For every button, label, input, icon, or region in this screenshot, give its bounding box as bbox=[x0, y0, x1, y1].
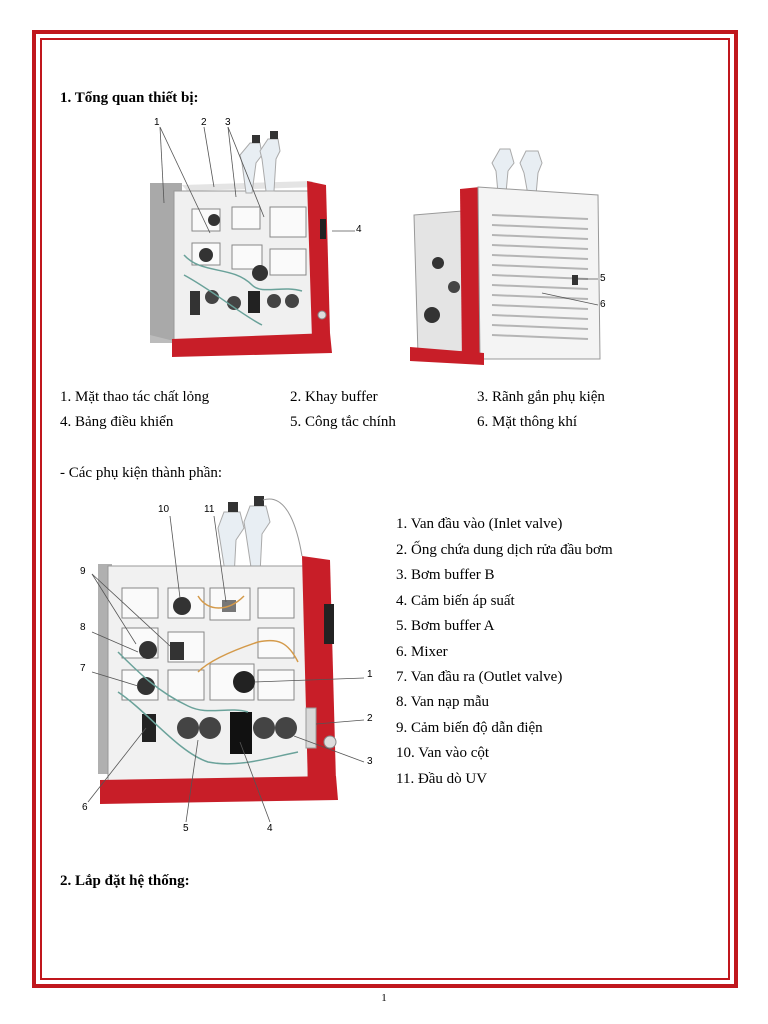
overview-legend-item-6: 6. Mặt thông khí bbox=[477, 414, 577, 430]
front-view-instrument bbox=[150, 131, 332, 357]
figure2-callout-2: 2 bbox=[367, 713, 373, 724]
overview-legend-item-4: 4. Bảng điều khiển bbox=[60, 414, 174, 430]
rear-view-instrument bbox=[410, 148, 601, 365]
page-number: 1 bbox=[381, 992, 387, 1004]
figure1-callout-6: 6 bbox=[600, 299, 606, 310]
figure2-callout-8: 8 bbox=[80, 622, 86, 633]
component-item-2: 2. Ống chứa dung dịch rửa đầu bơm bbox=[396, 542, 613, 558]
figure2-callout-4: 4 bbox=[267, 823, 273, 834]
components-figure bbox=[87, 496, 365, 823]
component-item-1: 1. Van đầu vào (Inlet valve) bbox=[396, 516, 563, 532]
page-border-outer bbox=[32, 30, 738, 988]
component-item-10: 10. Van vào cột bbox=[396, 745, 490, 761]
figure2-callout-7: 7 bbox=[80, 663, 86, 674]
figure2-callout-6: 6 bbox=[82, 802, 88, 813]
figure2-callout-9: 9 bbox=[80, 566, 86, 577]
figure1-callout-2: 2 bbox=[201, 117, 207, 128]
figure1-callout-1: 1 bbox=[154, 117, 160, 128]
section2-heading: 2. Lắp đặt hệ thống: bbox=[60, 873, 190, 889]
figure1-callout-3: 3 bbox=[225, 117, 231, 128]
overview-legend-item-2: 2. Khay buffer bbox=[290, 389, 378, 405]
overview-legend-item-3: 3. Rãnh gắn phụ kiện bbox=[477, 389, 605, 405]
figure2-callout-1: 1 bbox=[367, 669, 373, 680]
instrument-overview-figure bbox=[150, 126, 601, 365]
component-item-5: 5. Bơm buffer A bbox=[396, 618, 495, 634]
figure2-callout-5: 5 bbox=[183, 823, 189, 834]
component-item-11: 11. Đầu dò UV bbox=[396, 771, 488, 787]
figure1-callout-5: 5 bbox=[600, 273, 606, 284]
component-item-7: 7. Van đầu ra (Outlet valve) bbox=[396, 669, 563, 685]
figure2-callout-11: 11 bbox=[204, 504, 215, 515]
figure2-callout-10: 10 bbox=[158, 504, 170, 515]
section1-heading: 1. Tổng quan thiết bị: bbox=[60, 90, 199, 106]
component-item-9: 9. Cảm biến độ dẫn điện bbox=[396, 720, 543, 736]
overview-legend-item-5: 5. Công tắc chính bbox=[290, 414, 396, 430]
figure1-callout-4: 4 bbox=[356, 224, 362, 235]
component-item-4: 4. Cảm biến áp suất bbox=[396, 593, 515, 609]
components-intro: - Các phụ kiện thành phần: bbox=[60, 465, 223, 481]
component-item-8: 8. Van nạp mẫu bbox=[396, 694, 490, 710]
figure2-callout-3: 3 bbox=[367, 756, 373, 767]
overview-legend-item-1: 1. Mặt thao tác chất lỏng bbox=[60, 389, 210, 405]
component-item-6: 6. Mixer bbox=[396, 644, 448, 660]
component-item-3: 3. Bơm buffer B bbox=[396, 567, 495, 583]
page-border-inner bbox=[40, 38, 730, 980]
